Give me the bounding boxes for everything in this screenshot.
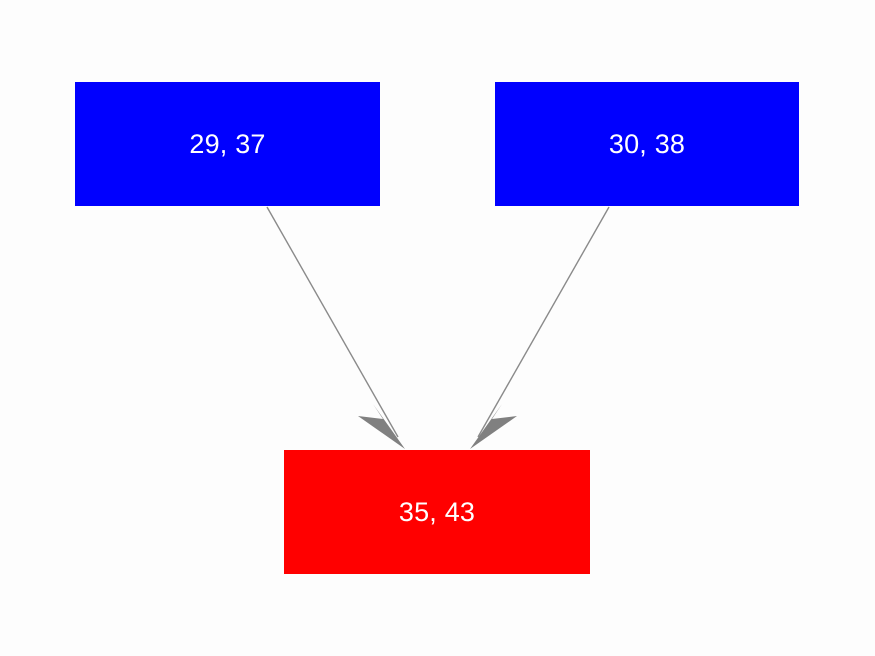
edge-left — [266, 206, 405, 449]
edge-left-line — [266, 206, 399, 438]
edge-right — [470, 206, 610, 449]
edge-left-arrowhead — [358, 404, 405, 449]
node-parent-left-label: 29, 37 — [189, 128, 266, 159]
edge-right-line — [477, 206, 610, 438]
node-child-label: 35, 43 — [398, 496, 476, 527]
node-child[interactable]: 35, 43 — [284, 450, 590, 574]
node-parent-right-label: 30, 38 — [608, 128, 686, 159]
edge-right-arrowhead — [470, 404, 517, 449]
node-parent-right[interactable]: 30, 38 — [495, 82, 799, 206]
node-parent-left[interactable]: 29, 37 — [75, 82, 380, 206]
